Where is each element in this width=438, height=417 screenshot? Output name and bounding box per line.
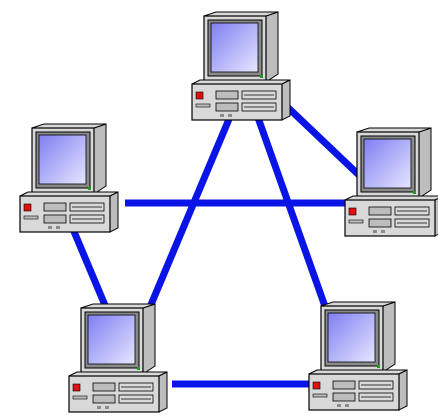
system-unit: [344, 199, 436, 237]
monitor-screen: [87, 314, 136, 365]
computer-node-bottom-right: [308, 301, 408, 411]
system-unit: [308, 373, 400, 411]
desktop-computer-icon: [308, 301, 408, 411]
link-top-bottom-left: [146, 110, 236, 309]
link-top-right: [277, 97, 365, 181]
monitor-screen: [363, 138, 412, 189]
system-unit: [19, 195, 111, 233]
computer-node-right: [344, 127, 438, 237]
desktop-computer-icon: [344, 127, 438, 237]
desktop-computer-icon: [19, 123, 119, 233]
link-top-bottom-right: [252, 110, 331, 314]
monitor-screen: [327, 312, 376, 363]
monitor-screen: [38, 134, 87, 185]
link-left-bottom-left: [66, 220, 111, 312]
computer-node-left: [19, 123, 119, 233]
computer-node-top: [191, 11, 291, 121]
nodes-layer: [19, 11, 438, 413]
system-unit: [191, 83, 283, 121]
links-layer: [66, 97, 365, 388]
computer-node-bottom-left: [68, 303, 168, 413]
desktop-computer-icon: [68, 303, 168, 413]
monitor-screen: [210, 22, 259, 73]
system-unit: [68, 375, 160, 413]
desktop-computer-icon: [191, 11, 291, 121]
